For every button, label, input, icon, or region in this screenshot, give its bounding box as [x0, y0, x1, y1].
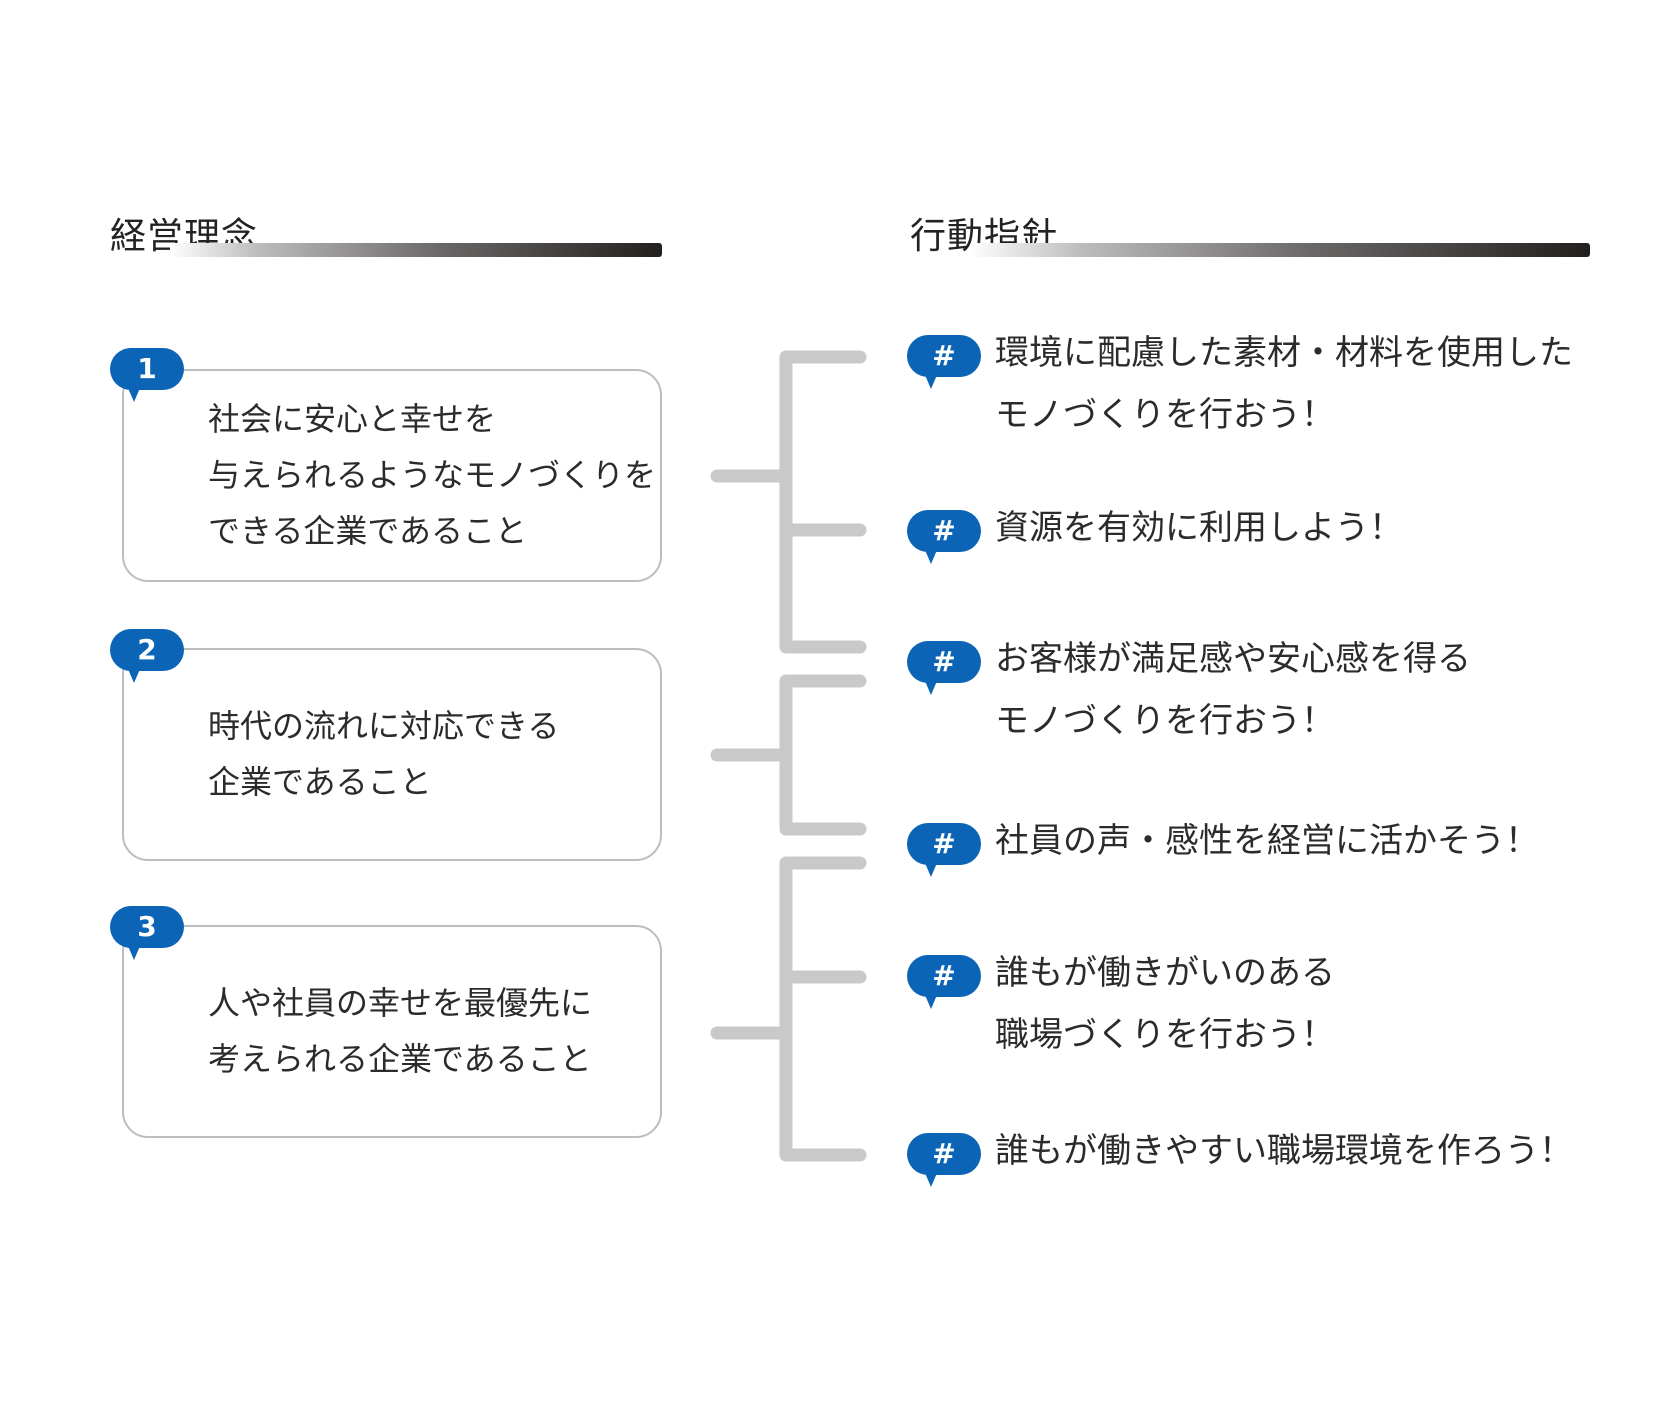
- philosophy-card-3: 人や社員の幸せを最優先に 考えられる企業であること: [122, 925, 662, 1138]
- guideline-1: 環境に配慮した素材・材料を使用した モノづくりを行おう！: [995, 322, 1573, 446]
- guideline-5: 誰もが働きがいのある 職場づくりを行おう！: [995, 942, 1335, 1066]
- guideline-4-line-1: 社員の声・感性を経営に活かそう！: [995, 821, 1539, 861]
- philosophy-heading-bar: [170, 243, 662, 257]
- guideline-3: お客様が満足感や安心感を得る モノづくりを行おう！: [995, 628, 1471, 752]
- guideline-4: 社員の声・感性を経営に活かそう！: [995, 810, 1539, 872]
- guideline-5-line-2: 職場づくりを行おう！: [995, 1015, 1335, 1055]
- philosophy-card-2-line-1: 時代の流れに対応できる: [208, 707, 560, 745]
- guideline-6: 誰もが働きやすい職場環境を作ろう！: [995, 1120, 1573, 1182]
- philosophy-number-badge-1: 1: [110, 348, 184, 402]
- guideline-3-line-2: モノづくりを行おう！: [995, 701, 1335, 741]
- philosophy-card-1-line-1: 社会に安心と幸せを: [208, 400, 497, 438]
- guideline-2: 資源を有効に利用しよう！: [995, 497, 1403, 559]
- guideline-hash-badge-6: #: [907, 1133, 981, 1187]
- philosophy-card-2: 時代の流れに対応できる 企業であること: [122, 648, 662, 861]
- connector-bracket-3: [779, 856, 867, 1162]
- philosophy-card-3-line-1: 人や社員の幸せを最優先に: [208, 984, 593, 1022]
- guideline-hash-badge-1: #: [907, 335, 981, 389]
- connector-bracket-1: [779, 350, 867, 654]
- guideline-6-line-1: 誰もが働きやすい職場環境を作ろう！: [995, 1131, 1573, 1171]
- guideline-hash-badge-3: #: [907, 641, 981, 695]
- guideline-hash-badge-4: #: [907, 823, 981, 877]
- philosophy-card-3-line-2: 考えられる企業であること: [208, 1040, 592, 1078]
- philosophy-card-2-text: 時代の流れに対応できる 企業であること: [208, 698, 648, 810]
- connector-bracket-2: [779, 674, 867, 836]
- philosophy-card-3-text: 人や社員の幸せを最優先に 考えられる企業であること: [208, 975, 648, 1087]
- guideline-5-line-1: 誰もが働きがいのある: [995, 953, 1335, 993]
- philosophy-card-1: 社会に安心と幸せを 与えられるようなモノづくりを できる企業であること: [122, 369, 662, 582]
- guideline-1-line-2: モノづくりを行おう！: [995, 395, 1335, 435]
- guideline-2-line-1: 資源を有効に利用しよう！: [995, 508, 1403, 548]
- guideline-3-line-1: お客様が満足感や安心感を得る: [995, 639, 1471, 679]
- philosophy-card-1-line-2: 与えられるようなモノづくりを: [208, 456, 657, 494]
- philosophy-card-1-line-3: できる企業であること: [208, 512, 528, 550]
- guideline-hash-badge-2: #: [907, 510, 981, 564]
- philosophy-card-1-text: 社会に安心と幸せを 与えられるようなモノづくりを できる企業であること: [208, 391, 657, 559]
- guideline-1-line-1: 環境に配慮した素材・材料を使用した: [995, 333, 1573, 373]
- guidelines-heading-bar: [970, 243, 1590, 257]
- philosophy-number-badge-3: 3: [110, 906, 184, 960]
- guideline-hash-badge-5: #: [907, 955, 981, 1009]
- philosophy-number-badge-2: 2: [110, 629, 184, 683]
- philosophy-card-2-line-2: 企業であること: [208, 763, 432, 801]
